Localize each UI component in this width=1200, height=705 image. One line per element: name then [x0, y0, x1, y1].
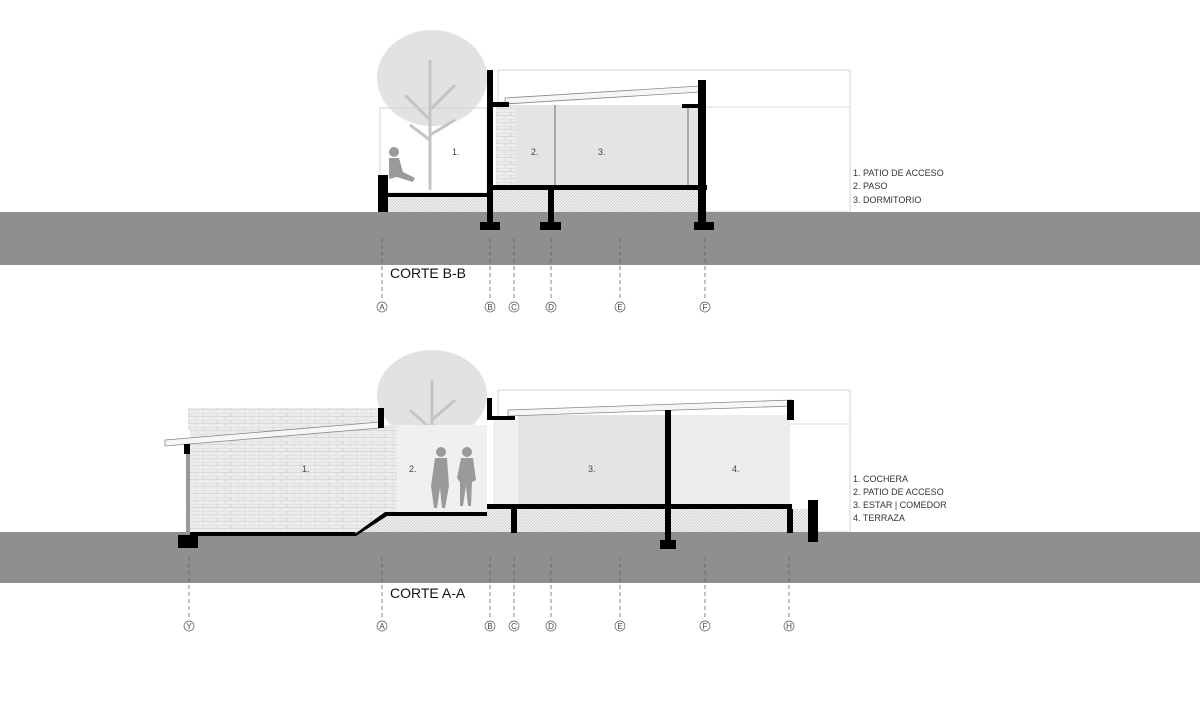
room-label: 4.	[732, 464, 740, 474]
axis-label: A	[379, 303, 385, 312]
axis-label: A	[379, 622, 385, 631]
legend-item: 3. ESTAR | COMEDOR	[853, 500, 947, 510]
axis-label: Y	[186, 622, 192, 631]
axis-bubble	[376, 620, 388, 632]
roof	[504, 85, 701, 105]
legend-item: 4. TERRAZA	[853, 513, 905, 523]
room-label: 2.	[409, 464, 417, 474]
axis-bubble	[614, 620, 626, 632]
room-label: 3.	[588, 464, 596, 474]
grid-axis-d: D	[545, 557, 557, 632]
legend-item: 2. PATIO DE ACCESO	[853, 487, 944, 497]
garage-wall	[190, 430, 380, 534]
section-b-b: 1. 2. 3. 1. PATIO DE ACCESO 2. PASO 3. D…	[0, 30, 1200, 313]
grid-axis-f: F	[699, 557, 711, 632]
grid-axis-a: A	[376, 238, 388, 313]
axis-bubble	[183, 620, 195, 632]
axis-label: E	[617, 622, 622, 631]
person-seated	[389, 147, 415, 182]
grid-axis-e: E	[614, 238, 626, 313]
axis-bubble	[783, 620, 795, 632]
section-title: CORTE A-A	[390, 585, 466, 601]
ground	[0, 532, 1200, 583]
room-label: 1.	[302, 464, 310, 474]
axis-bubble	[484, 301, 496, 313]
axis-bubble	[545, 620, 557, 632]
room-label: 2.	[531, 147, 539, 157]
axis-label: D	[548, 622, 554, 631]
ground	[0, 212, 1200, 265]
grid-axis-y: Y	[183, 557, 195, 632]
structure	[378, 70, 714, 230]
axis-bubble	[545, 301, 557, 313]
axis-label: F	[703, 303, 708, 312]
section-a-a: 1. 2. 3. 4. 1. COCHERA 2. PATIO DE ACCES…	[0, 350, 1200, 632]
axis-bubble	[699, 620, 711, 632]
grid-axis-c: C	[508, 557, 520, 632]
grid-axis-h: H	[783, 557, 795, 632]
grid-axis-c: C	[508, 238, 520, 313]
axis-label: C	[511, 303, 517, 312]
legend-item: 2. PASO	[853, 181, 887, 191]
axis-bubble	[508, 301, 520, 313]
axis-label: D	[548, 303, 554, 312]
axis-label: F	[703, 622, 708, 631]
grid-axis-d: D	[545, 238, 557, 313]
people-walking	[431, 447, 476, 508]
room-fill	[496, 105, 700, 185]
tree	[377, 30, 487, 190]
axis-label: B	[487, 622, 492, 631]
axis-label: C	[511, 622, 517, 631]
grid-axis-b: B	[484, 557, 496, 632]
axis-label: E	[617, 303, 622, 312]
axis-bubble	[508, 620, 520, 632]
grid-axis-f: F	[699, 238, 711, 313]
legend-item: 1. COCHERA	[853, 474, 908, 484]
room-label: 3.	[598, 147, 606, 157]
grid-axes: A B C D E F	[376, 238, 711, 313]
legend-item: 3. DORMITORIO	[853, 195, 921, 205]
section-title: CORTE B-B	[390, 265, 466, 281]
axis-label: H	[786, 622, 792, 631]
legend-item: 1. PATIO DE ACCESO	[853, 168, 944, 178]
grid-axis-a: A	[376, 557, 388, 632]
grid-axis-e: E	[614, 557, 626, 632]
structure	[178, 398, 818, 549]
axis-bubble	[376, 301, 388, 313]
roof	[507, 399, 793, 417]
grid-axis-b: B	[484, 238, 496, 313]
axis-bubble	[699, 301, 711, 313]
axis-bubble	[614, 301, 626, 313]
axis-label: B	[487, 303, 492, 312]
axis-bubble	[484, 620, 496, 632]
room-label: 1.	[452, 147, 460, 157]
